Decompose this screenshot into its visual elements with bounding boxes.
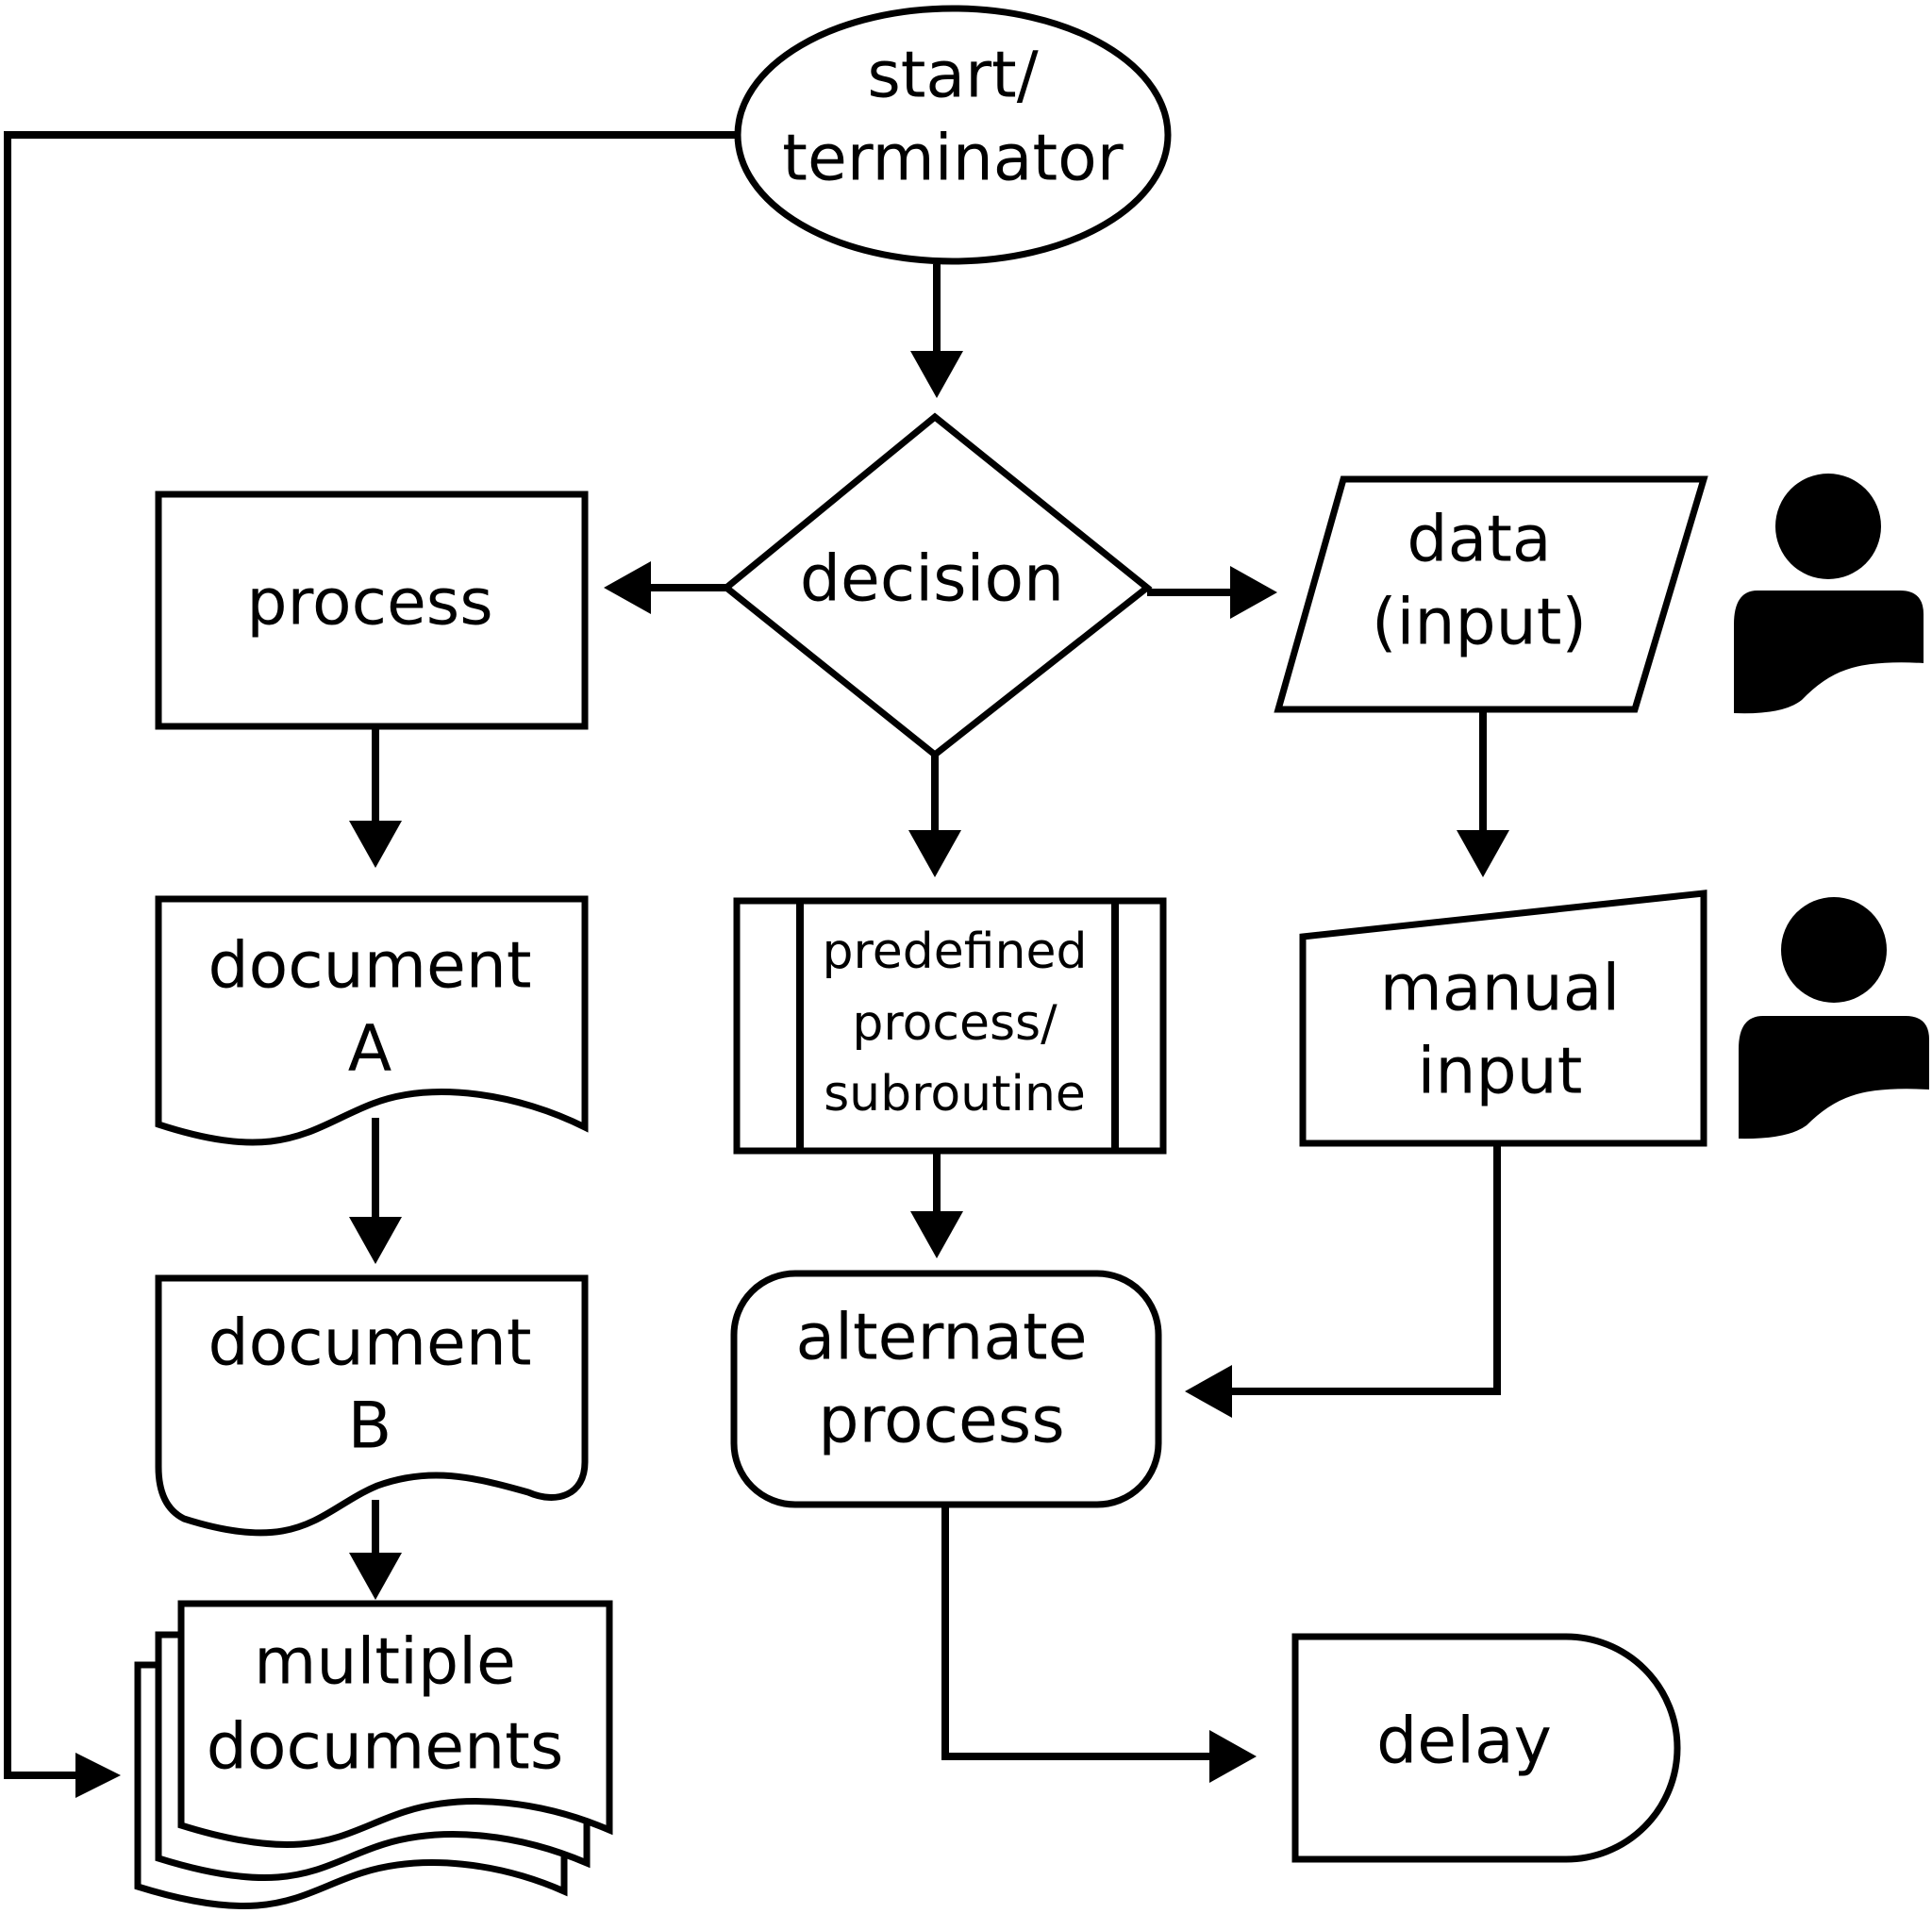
start-label-line1: start/: [867, 39, 1038, 113]
data-label-line1: data: [1407, 503, 1551, 577]
data-label-line2: (input): [1372, 586, 1587, 660]
arrowhead-data: [1230, 566, 1277, 619]
multiple-documents-label-line1: multiple: [254, 1625, 516, 1700]
connector-manual-input-to-alternate: [1226, 1143, 1501, 1395]
node-document-a: document A: [155, 895, 589, 1146]
arrowhead-process: [604, 561, 651, 614]
node-multiple-documents: multiple documents: [134, 1600, 613, 1909]
node-start-terminator: start/ terminator: [734, 5, 1172, 265]
connector-alternate-to-delay: [941, 1505, 1215, 1760]
arrowhead-manual-input: [1457, 830, 1509, 877]
multiple-documents-label-line2: documents: [207, 1710, 564, 1785]
node-manual-input: manual input: [1299, 890, 1707, 1147]
node-predefined-process: predefined process/ subroutine: [733, 897, 1167, 1155]
node-data-input: data (input): [1274, 475, 1708, 713]
arrowhead-multiple-documents-top: [349, 1553, 402, 1600]
alternate-label-line2: process: [818, 1384, 1064, 1458]
document-a-label-line1: document: [208, 929, 531, 1004]
alternate-label-line1: alternate: [795, 1301, 1087, 1375]
arrowhead-document-a: [349, 821, 402, 868]
predefined-label-line1: predefined: [823, 923, 1088, 980]
node-alternate-process: alternate process: [730, 1270, 1162, 1508]
document-stack-front: [177, 1600, 613, 1848]
arrowhead-decision: [910, 351, 963, 398]
arrowhead-predefined: [908, 830, 961, 877]
process-label: process: [246, 566, 492, 641]
arrowhead-multiple-documents: [75, 1753, 121, 1798]
person-icon: [1734, 474, 1924, 714]
document-a-label-line2: A: [348, 1012, 392, 1087]
arrowhead-delay: [1209, 1730, 1257, 1783]
manual-input-label-line2: input: [1418, 1035, 1583, 1109]
document-b-label-line2: B: [348, 1389, 392, 1464]
arrowhead-alternate-right: [1185, 1365, 1232, 1418]
decision-label: decision: [800, 542, 1064, 617]
start-label-line2: terminator: [782, 122, 1123, 196]
person-icon: [1739, 897, 1929, 1140]
node-delay: delay: [1291, 1633, 1681, 1863]
arrowhead-document-b: [349, 1217, 402, 1264]
arrowhead-alternate-top: [910, 1211, 963, 1258]
predefined-label-line2: process/: [852, 995, 1058, 1052]
document-b-label-line1: document: [208, 1306, 531, 1381]
delay-label: delay: [1376, 1705, 1552, 1779]
node-process: process: [155, 491, 589, 730]
connector-start-to-multiple-documents: [4, 131, 736, 1779]
node-decision: decision: [721, 412, 1153, 759]
node-document-b: document B: [155, 1274, 589, 1537]
manual-input-label-line1: manual: [1380, 952, 1621, 1026]
predefined-label-line3: subroutine: [824, 1066, 1086, 1123]
